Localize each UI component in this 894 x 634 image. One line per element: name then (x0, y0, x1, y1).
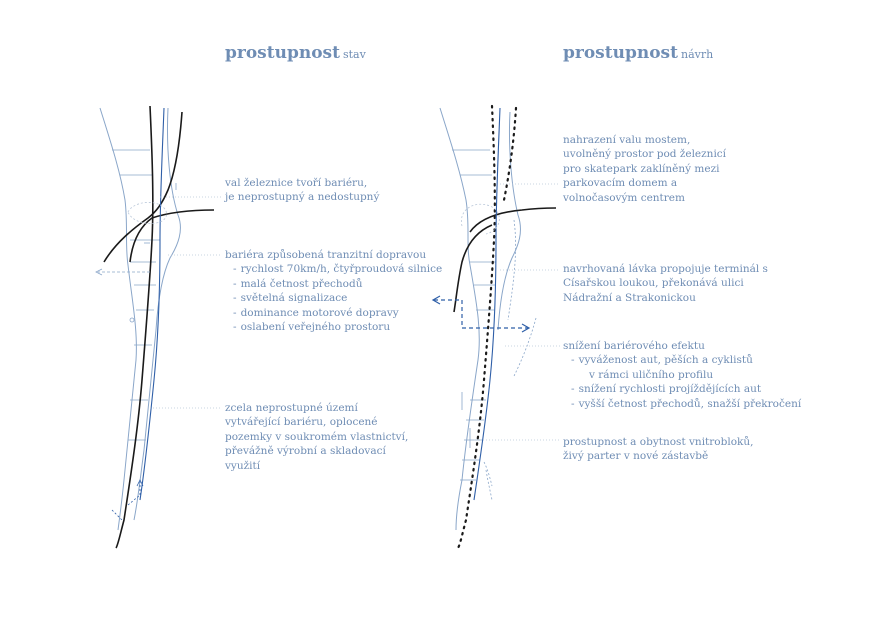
left-dashed-ring (127, 202, 167, 224)
note-bullet: -dominance motorové dopravy (233, 306, 399, 319)
right-railway-dotted-main (456, 104, 496, 550)
right-leader-lines (474, 183, 560, 441)
note-left-railway-barrier: val železnice tvoří bariéru, je neprostu… (225, 176, 379, 205)
right-street-outline-west (439, 107, 480, 531)
right-street-outline-east (497, 111, 521, 331)
note-line: pro skatepark zaklíněný mezi (563, 162, 720, 175)
note-line: převážně výrobní a skladovací (225, 445, 386, 458)
note-bullet: -oslabení veřejného prostoru (233, 321, 391, 334)
left-railway-cross (129, 209, 215, 263)
note-bullet: -světelná signalizace (233, 292, 348, 305)
note-line: Nádražní a Strakonickou (563, 291, 696, 304)
note-right-barrier-reduction: snížení bariérového efektu -vyváženost a… (563, 339, 801, 411)
left-bottom-dashed-arrows (111, 482, 141, 521)
left-street-outline-east (133, 107, 181, 521)
note-left-impermeable-area: zcela neprostupné území vytvářející bari… (225, 401, 408, 473)
right-railway-cross (469, 207, 557, 233)
note-bullet: -snížení rychlosti projíždějících aut (571, 383, 762, 396)
right-railway-west (453, 224, 493, 313)
right-dashed-loop-north (461, 203, 500, 235)
left-leader-lines (150, 196, 222, 409)
left-street-outline-west (99, 107, 137, 531)
right-dashed-path-east (507, 219, 537, 377)
note-right-bridge: nahrazení valu mostem, uvolněný prostor … (563, 133, 726, 205)
note-line: volnočasovým centrem (563, 191, 685, 204)
note-bullet-list: -rychlost 70km/h, čtyřproudová silnice -… (225, 262, 442, 334)
title-right-main: prostupnost (563, 43, 678, 63)
note-left-transit-barrier: bariéra způsobená tranzitní dopravou -ry… (225, 248, 442, 334)
note-line: nahrazení valu mostem, (563, 134, 691, 146)
right-footbridge-arrow-west (431, 295, 441, 305)
note-bullet: -rychlost 70km/h, čtyřproudová silnice (233, 263, 443, 276)
note-line: živý parter v nové zástavbě (563, 450, 709, 463)
right-railway-dotted-branch (502, 106, 518, 202)
note-line: parkovacím domem a (563, 177, 678, 190)
note-line: prostupnost a obytnost vnitrobloků, (563, 436, 754, 448)
note-line: zcela neprostupné území (225, 402, 358, 414)
left-railway-branch (103, 111, 183, 263)
right-map (431, 104, 557, 550)
note-bullet: -vyšší četnost přechodů, snažší překroče… (571, 397, 802, 410)
right-main-road (473, 107, 501, 501)
left-arrow-head-west (95, 268, 103, 276)
left-map (95, 105, 215, 549)
note-line: vytvářející bariéru, oplocené (225, 416, 378, 429)
right-block-ticks (452, 149, 496, 481)
note-line: využití (225, 459, 261, 472)
note-line: bariéra způsobená tranzitní dopravou (225, 249, 427, 261)
right-footbridge-arrow-east (521, 323, 531, 333)
title-left-sub: stav (342, 48, 366, 61)
title-left-main: prostupnost (225, 43, 340, 63)
left-railway-main (115, 105, 154, 549)
note-line: Císařskou loukou, překonává ulici (563, 277, 744, 290)
note-bullet: -malá četnost přechodů (233, 277, 363, 290)
note-line: navrhovaná lávka propojuje terminál s (563, 263, 768, 275)
note-line: snížení bariérového efektu (563, 340, 705, 352)
note-right-footbridge: navrhovaná lávka propojuje terminál s Cí… (563, 262, 768, 305)
left-bottom-arrowhead (136, 479, 144, 487)
left-main-road (139, 107, 165, 501)
note-line: uvolněný prostor pod železnicí (563, 148, 727, 161)
right-footbridge-dashed (434, 299, 528, 329)
title-right-sub: návrh (680, 48, 714, 61)
left-crossing-marker (129, 317, 135, 323)
note-right-courtyards: prostupnost a obytnost vnitrobloků, živý… (563, 435, 753, 464)
right-dashed-arrow-south (483, 461, 493, 501)
note-line: je neprostupný a nedostupný (225, 191, 380, 204)
note-line: val železnice tvoří bariéru, (225, 177, 368, 189)
note-line: pozemky v soukromém vlastnictví, (225, 430, 409, 443)
